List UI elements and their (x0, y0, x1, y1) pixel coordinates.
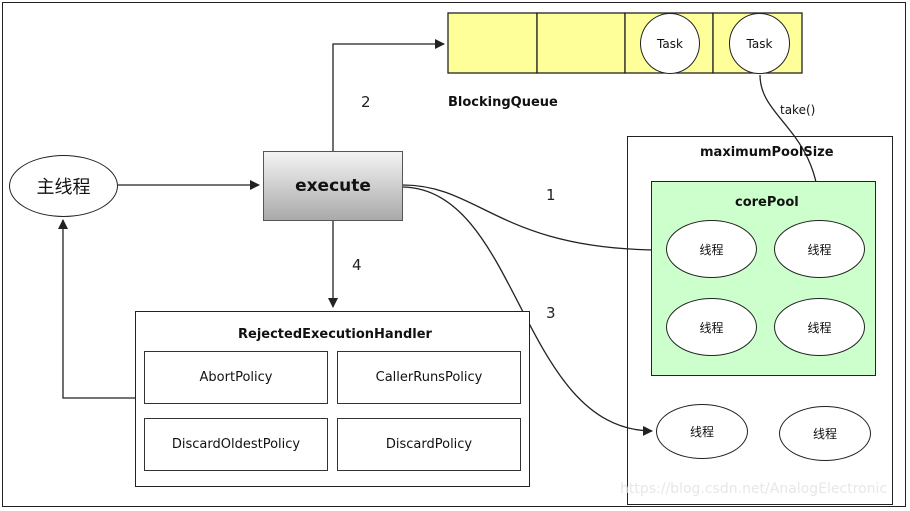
extra-thread: 线程 (779, 406, 871, 461)
execute-node: execute (263, 151, 403, 221)
queue-task: Task (729, 13, 790, 74)
core-pool-label: corePool (735, 195, 799, 210)
arrow-execute-to-core-thread (402, 184, 663, 255)
core-thread: 线程 (774, 298, 865, 356)
maximum-pool-label: maximumPoolSize (700, 145, 834, 160)
queue-cell (447, 12, 538, 74)
queue-cell (536, 12, 626, 74)
task-label: Task (657, 36, 683, 51)
thread-label: 线程 (689, 425, 714, 439)
thread-label: 线程 (807, 320, 832, 335)
thread-label: 线程 (807, 242, 832, 257)
blocking-queue-label: BlockingQueue (448, 95, 558, 110)
arrow-number-2: 2 (361, 93, 371, 111)
extra-thread: 线程 (656, 404, 748, 459)
queue-task: Task (640, 13, 700, 74)
watermark: https://blog.csdn.net/AnalogElectronic (620, 481, 888, 497)
core-thread: 线程 (774, 220, 865, 278)
arrow-execute-to-extra-thread (402, 186, 653, 436)
discard-policy: DiscardPolicy (337, 418, 521, 471)
arrow-number-4: 4 (352, 256, 362, 274)
abort-policy: AbortPolicy (144, 351, 328, 404)
main-thread-label: 主线程 (36, 177, 91, 198)
policy-label: DiscardOldestPolicy (171, 437, 301, 452)
execute-label: execute (295, 176, 371, 196)
thread-label: 线程 (699, 242, 724, 257)
thread-label: 线程 (699, 320, 724, 335)
maximum-pool-box (627, 136, 893, 505)
caller-runs-policy: CallerRunsPolicy (337, 351, 521, 404)
arrow-number-1: 1 (546, 186, 556, 204)
core-thread: 线程 (666, 298, 757, 356)
task-label: Task (746, 36, 773, 51)
thread-label: 线程 (812, 427, 837, 441)
main-thread-node: 主线程 (9, 155, 118, 217)
policy-label: CallerRunsPolicy (375, 370, 483, 385)
policy-label: DiscardPolicy (385, 437, 473, 452)
policy-label: AbortPolicy (199, 370, 273, 385)
arrow-number-3: 3 (546, 304, 556, 322)
take-label: take() (780, 103, 816, 117)
arrow-handler-to-main (58, 219, 135, 399)
arrow-execute-to-queue (332, 39, 445, 151)
rejected-handler-label: RejectedExecutionHandler (238, 327, 432, 342)
core-thread: 线程 (666, 220, 757, 278)
discard-oldest-policy: DiscardOldestPolicy (144, 418, 328, 471)
